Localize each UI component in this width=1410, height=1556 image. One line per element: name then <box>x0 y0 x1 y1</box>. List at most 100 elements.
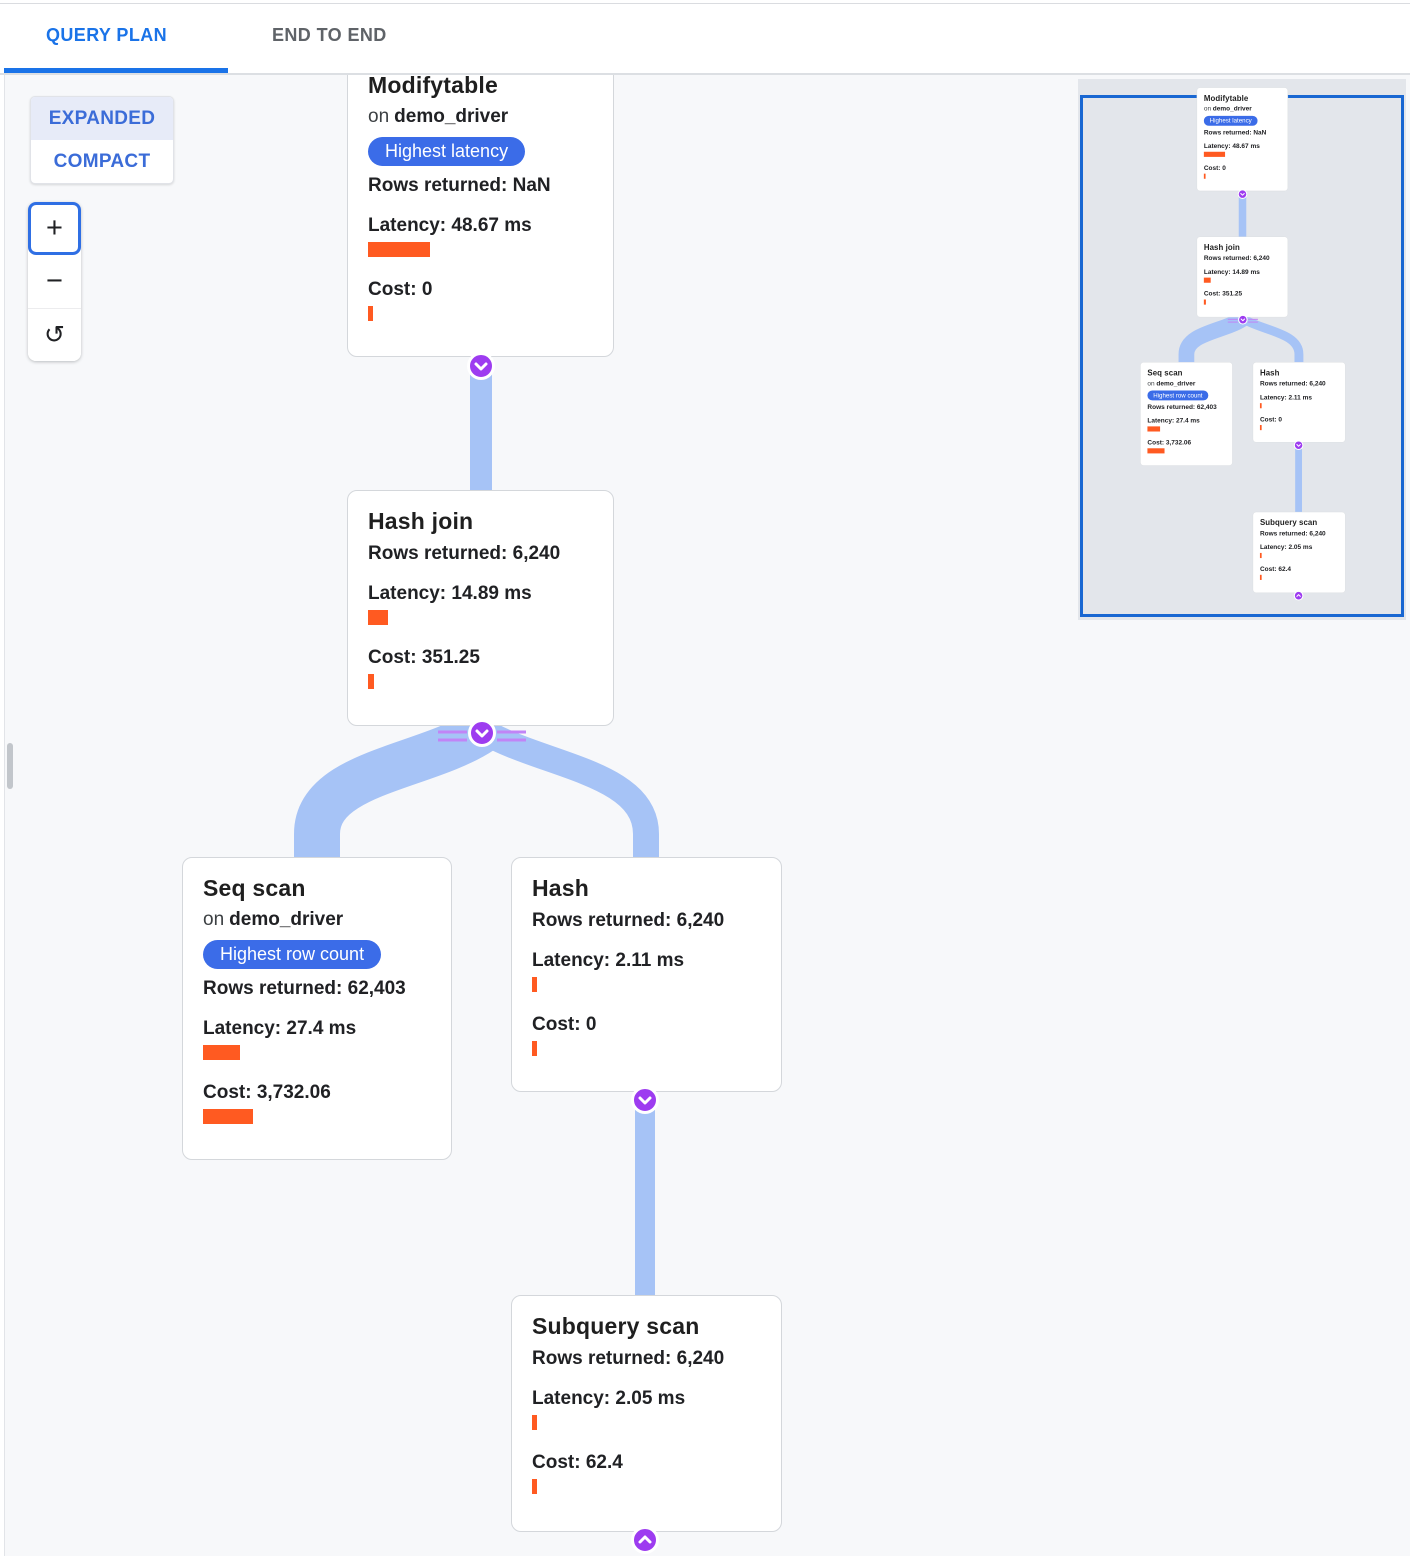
node-title: Hash <box>1259 368 1280 378</box>
cost-bar <box>1259 574 1262 580</box>
link-hashjoin-seqscan <box>294 711 494 858</box>
node-title: Hash <box>532 875 590 901</box>
latency-value: Latency: 48.67 ms <box>1203 142 1260 150</box>
cost-value: Cost: 3,732.06 <box>203 1082 331 1103</box>
query-plan-diagram: Modifytable ondemo_driver Highest latenc… <box>1078 79 1406 601</box>
latency-bar <box>203 1045 240 1060</box>
link-hashjoin-seqscan <box>1178 312 1247 363</box>
node-title: Hash join <box>368 508 474 534</box>
left-panel-divider <box>4 75 5 1556</box>
tab-query-plan[interactable]: QUERY PLAN <box>46 24 168 45</box>
chevron-down-icon[interactable] <box>1237 189 1248 199</box>
cost-bar <box>1203 173 1206 179</box>
chevron-down-icon[interactable] <box>1238 314 1248 325</box>
layout-option-expanded[interactable]: EXPANDED <box>31 97 173 140</box>
latency-value: Latency: 14.89 ms <box>1203 268 1260 276</box>
plan-node-hash-join[interactable]: Hash join Rows returned: 6,240 Latency: … <box>1196 236 1288 318</box>
cost-value: Cost: 62.4 <box>532 1452 623 1473</box>
plan-node-subquery-scan[interactable]: Subquery scan Rows returned: 6,240 Laten… <box>511 1295 782 1532</box>
status-badge: Highest row count <box>1147 390 1209 401</box>
cost-value: Cost: 0 <box>1259 415 1282 423</box>
chevron-up-icon[interactable] <box>631 1526 659 1554</box>
chevron-down-icon[interactable] <box>1293 440 1304 450</box>
node-table: ondemo_driver <box>1147 379 1196 388</box>
node-title: Hash join <box>1203 242 1240 252</box>
rows-returned: Rows returned: 62,403 <box>203 978 406 999</box>
plan-node-hash[interactable]: Hash Rows returned: 6,240 Latency: 2.11 … <box>1252 362 1346 443</box>
zoom-in-button[interactable]: + <box>28 202 81 255</box>
node-title: Seq scan <box>1147 368 1183 378</box>
rows-returned: Rows returned: 6,240 <box>532 1348 725 1369</box>
latency-value: Latency: 14.89 ms <box>368 583 532 604</box>
latency-bar <box>368 242 430 257</box>
rows-returned: Rows returned: 6,240 <box>532 910 725 931</box>
latency-bar <box>532 1415 537 1430</box>
latency-bar <box>1203 277 1211 283</box>
tab-bar: QUERY PLAN END TO END <box>0 0 1410 75</box>
latency-bar <box>1147 426 1161 432</box>
layout-option-compact[interactable]: COMPACT <box>53 150 151 172</box>
cost-bar <box>203 1109 253 1124</box>
cost-value: Cost: 62.4 <box>1259 565 1292 573</box>
reset-view-button[interactable]: ↺ <box>28 308 81 361</box>
reset-icon: ↺ <box>44 321 65 349</box>
status-badge: Highest latency <box>1203 115 1258 126</box>
plan-node-seq-scan[interactable]: Seq scan ondemo_driver Highest row count… <box>1140 362 1233 466</box>
chevron-down-icon[interactable] <box>468 719 496 747</box>
plan-node-subquery-scan[interactable]: Subquery scan Rows returned: 6,240 Laten… <box>1252 511 1346 593</box>
chevron-up-icon[interactable] <box>1293 590 1304 601</box>
plan-node-modifytable[interactable]: Modifytable ondemo_driver Highest latenc… <box>1196 87 1288 192</box>
cost-value: Cost: 0 <box>1203 164 1226 172</box>
cost-value: Cost: 351.25 <box>1203 290 1243 298</box>
cost-bar <box>368 306 373 321</box>
latency-value: Latency: 2.05 ms <box>532 1388 686 1409</box>
rows-returned: Rows returned: 6,240 <box>1203 254 1270 262</box>
cost-value: Cost: 351.25 <box>368 647 480 668</box>
latency-value: Latency: 27.4 ms <box>203 1018 357 1039</box>
cost-bar <box>368 674 374 689</box>
layout-mode-toggle: EXPANDED COMPACT <box>30 96 174 184</box>
tab-end-to-end[interactable]: END TO END <box>272 24 387 45</box>
chevron-down-icon[interactable] <box>631 1086 659 1114</box>
latency-bar <box>1259 552 1262 559</box>
node-title: Modifytable <box>368 72 498 98</box>
plus-icon: + <box>46 212 63 244</box>
node-title: Seq scan <box>203 875 306 901</box>
chevron-down-icon[interactable] <box>467 352 495 380</box>
minimap[interactable]: Modifytable ondemo_driver Highest latenc… <box>1078 79 1406 620</box>
minus-icon: − <box>46 265 63 297</box>
plan-node-hash[interactable]: Hash Rows returned: 6,240 Latency: 2.11 … <box>511 857 782 1092</box>
latency-value: Latency: 27.4 ms <box>1147 417 1200 425</box>
left-gutter <box>0 75 4 1556</box>
cost-bar <box>1203 299 1206 305</box>
rows-returned: Rows returned: 6,240 <box>1259 380 1326 388</box>
status-badge: Highest latency <box>368 137 526 166</box>
status-badge: Highest row count <box>203 940 382 969</box>
latency-value: Latency: 2.11 ms <box>532 950 685 971</box>
node-title: Modifytable <box>1203 93 1249 103</box>
latency-bar <box>1259 403 1262 409</box>
node-title: Subquery scan <box>1259 518 1318 527</box>
node-table: ondemo_driver <box>1203 105 1252 113</box>
vertical-scrollbar-thumb[interactable] <box>7 743 13 789</box>
rows-returned: Rows returned: NaN <box>1203 128 1267 137</box>
top-divider <box>0 3 1410 4</box>
rows-returned: Rows returned: 6,240 <box>368 543 561 564</box>
minimap-content: Modifytable ondemo_driver Highest latenc… <box>1078 79 1406 620</box>
latency-value: Latency: 2.05 ms <box>1259 543 1313 551</box>
active-tab-indicator <box>4 68 228 73</box>
zoom-controls: + − ↺ <box>28 202 81 361</box>
plan-node-hash-join[interactable]: Hash join Rows returned: 6,240 Latency: … <box>347 490 614 726</box>
rows-returned: Rows returned: 6,240 <box>1259 530 1326 538</box>
latency-bar <box>1203 151 1226 157</box>
link-hashjoin-hash <box>476 719 659 858</box>
zoom-out-button[interactable]: − <box>28 255 81 308</box>
rows-returned: Rows returned: NaN <box>368 175 551 196</box>
cost-value: Cost: 0 <box>368 279 433 300</box>
latency-bar <box>368 610 388 625</box>
cost-value: Cost: 0 <box>532 1014 597 1035</box>
rows-returned: Rows returned: 62,403 <box>1147 403 1217 411</box>
